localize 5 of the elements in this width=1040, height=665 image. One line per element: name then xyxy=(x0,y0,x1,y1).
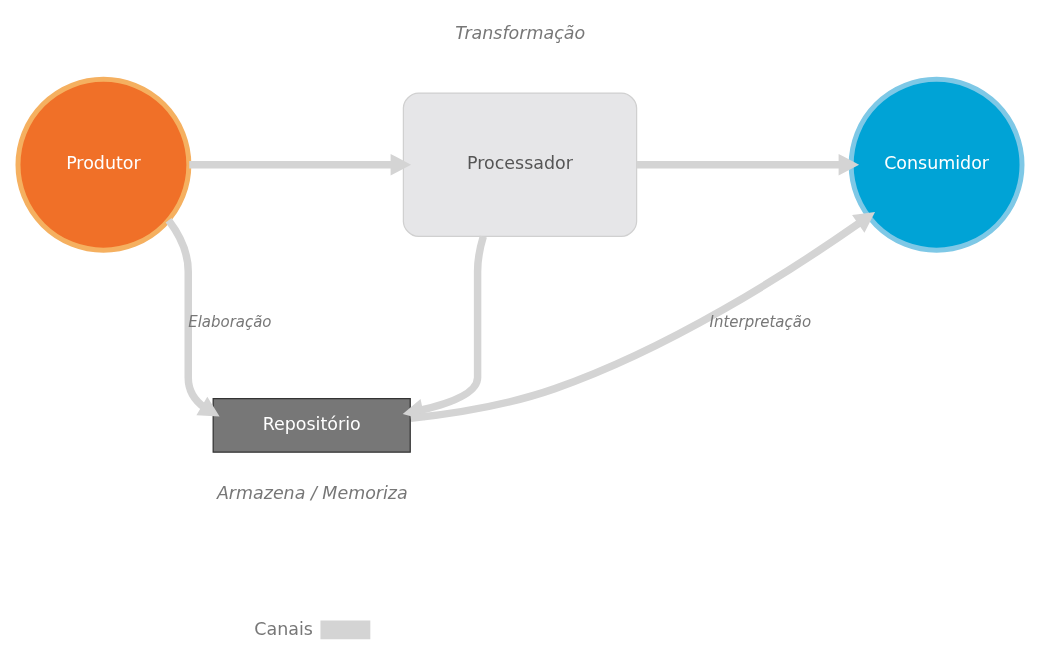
node-label: Armazena / Memoriza xyxy=(216,483,408,504)
edge-label: Interpretação xyxy=(709,313,812,332)
edge-label: Elaboração xyxy=(188,313,272,332)
node-label: Transformação xyxy=(455,23,586,44)
legend-label: Canais xyxy=(254,618,313,639)
